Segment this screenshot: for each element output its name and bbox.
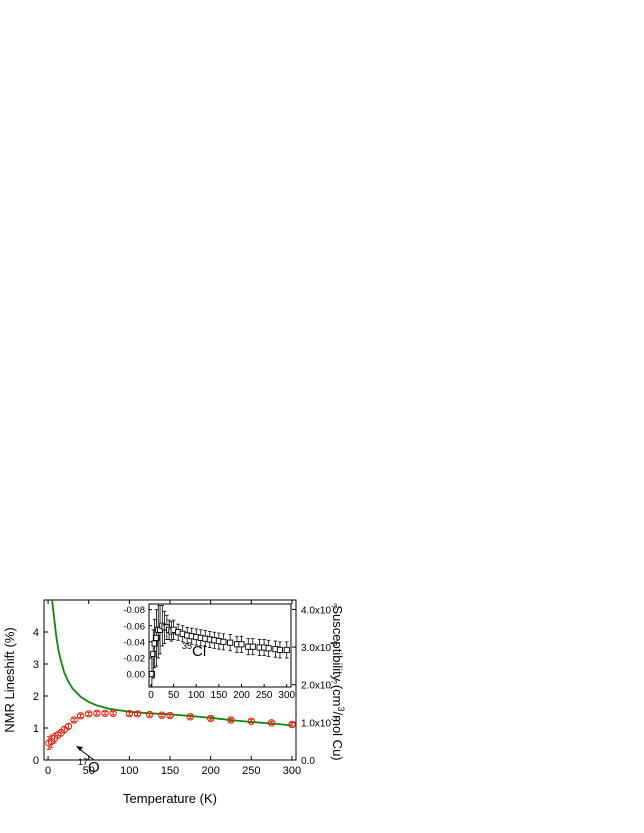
susceptibility-curve <box>51 600 292 727</box>
inset-plot-frame <box>148 603 292 688</box>
cl35-point <box>227 634 234 652</box>
cl35-data-points <box>149 604 290 687</box>
x-axis-label: Temperature (K) <box>123 791 217 806</box>
o17-point <box>158 711 166 719</box>
inset-x-tick-label: 300 <box>278 690 295 701</box>
o17-point <box>247 717 255 725</box>
cl35-point <box>265 639 272 657</box>
o17-point <box>206 714 215 723</box>
y2-tick-label: 0.0 <box>301 756 315 767</box>
o17-data-points <box>45 709 296 750</box>
main-y2-ticks: 0.0 1.0x10-3 2.0x10-3 3.0x10-3 4.0x10-3 <box>292 603 337 767</box>
inset-y-tick-label: -0.04 <box>123 637 145 648</box>
main-x-ticks: 0 50 100 150 200 250 300 <box>45 600 301 777</box>
x-tick-label: 300 <box>283 765 301 777</box>
o17-point <box>267 719 276 727</box>
o17-point <box>93 709 101 717</box>
o17-point <box>70 716 78 724</box>
x-tick-label: 100 <box>120 765 138 777</box>
inset-x-tick-label: 0 <box>148 690 154 701</box>
cl35-point <box>276 641 284 659</box>
cl35-point <box>170 619 177 640</box>
inset-x-tick-label: 250 <box>256 690 273 701</box>
cl35-point <box>211 631 218 649</box>
inset-y-ticks: 0.00 -0.02 -0.04 -0.06 -0.08 <box>123 605 152 681</box>
o17-point <box>76 712 85 720</box>
cl35-point <box>238 635 245 653</box>
x-tick-label: 0 <box>45 765 51 777</box>
o17-point <box>288 720 296 729</box>
y2-tick-label: 2.0x10-3 <box>301 679 337 692</box>
y2-axis-label: Susceptibility (cm3/mol Cu) <box>330 605 346 760</box>
inset-x-tick-label: 50 <box>168 690 180 701</box>
o17-point <box>186 713 195 721</box>
y-tick-label: 2 <box>33 691 39 703</box>
o17-point <box>101 709 109 717</box>
inset-x-ticks: 0 50 100 150 200 250 300 <box>148 684 296 701</box>
y2-tick-label: 4.0x10-3 <box>301 603 337 616</box>
o17-annotation-text: O <box>88 759 100 776</box>
y2-axis-label-pre: Susceptibility (cm <box>330 605 345 706</box>
o17-point <box>64 722 73 731</box>
o17-point <box>133 710 142 718</box>
inset-x-tick-label: 100 <box>188 690 205 701</box>
inset-y-tick-label: 0.00 <box>127 670 146 681</box>
y-axis-label: NMR Lineshift (%) <box>2 627 17 732</box>
cl35-point <box>151 618 158 669</box>
cl35-point <box>249 638 256 656</box>
o17-point <box>109 709 117 717</box>
o17-point <box>166 711 174 720</box>
cl35-point <box>175 623 182 641</box>
y-tick-label: 4 <box>33 627 39 639</box>
y-tick-label: 3 <box>33 659 39 671</box>
cl35-annotation-text: Cl <box>192 643 206 660</box>
cl35-annotation-label: 35Cl <box>182 641 206 660</box>
o17-point <box>145 710 154 719</box>
o17-point <box>85 710 93 718</box>
o17-annotation: 17O <box>76 746 100 776</box>
o17-annotation-label: 17O <box>78 757 100 776</box>
cl35-annotation-sup: 35 <box>182 641 192 651</box>
inset-x-tick-label: 200 <box>233 690 250 701</box>
inset-x-tick-label: 150 <box>211 690 228 701</box>
y2-axis-label-sup: 3 <box>336 707 346 712</box>
inset-y-tick-label: -0.06 <box>123 621 145 632</box>
cl35-point <box>184 626 191 644</box>
cl35-point <box>220 633 227 651</box>
y-tick-label: 0 <box>33 755 39 767</box>
x-tick-label: 50 <box>83 765 95 777</box>
cl35-point <box>193 628 200 646</box>
y-tick-label: 1 <box>33 723 39 735</box>
x-tick-label: 250 <box>242 765 260 777</box>
cl35-point <box>153 609 160 667</box>
cl35-point <box>283 641 290 659</box>
cl35-point <box>215 632 222 650</box>
cl35-point <box>150 629 157 679</box>
inset-y-tick-label: -0.02 <box>123 653 145 664</box>
x-tick-label: 150 <box>161 765 179 777</box>
o17-annotation-sup: 17 <box>78 757 88 767</box>
o17-point <box>227 716 235 724</box>
o17-point <box>125 709 134 718</box>
y2-axis-label-post: /mol Cu) <box>330 712 345 761</box>
main-y-ticks: 0 1 2 3 4 <box>33 627 48 767</box>
x-tick-label: 200 <box>201 765 219 777</box>
inset-y-tick-label: -0.08 <box>123 605 145 616</box>
cl35-point <box>261 639 268 656</box>
y2-tick-label: 3.0x10-3 <box>301 641 337 654</box>
y2-tick-label: 1.0x10-3 <box>301 716 337 729</box>
o17-annotation-arrowhead <box>76 746 83 751</box>
